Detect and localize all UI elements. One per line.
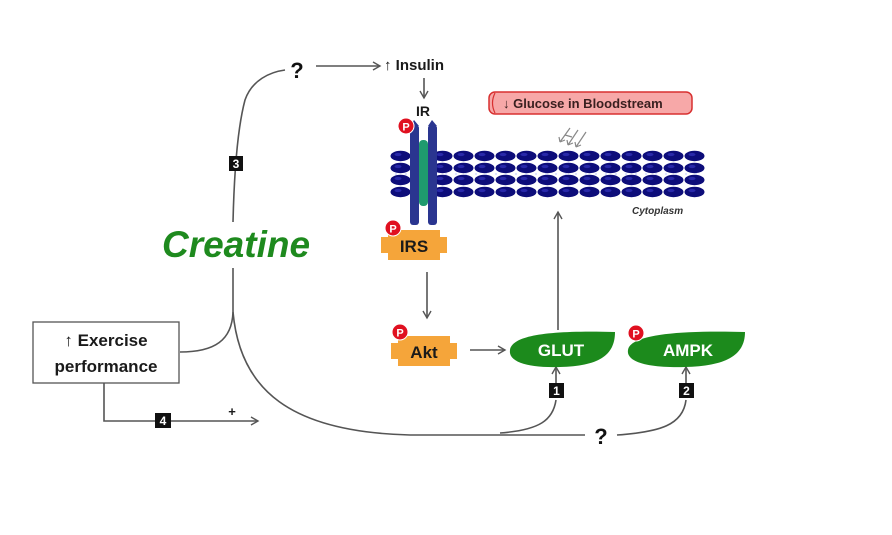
insulin-receptor	[410, 120, 437, 225]
insulin-label: ↑ Insulin	[384, 57, 444, 74]
plus-sign: +	[228, 404, 236, 419]
cytoplasm-label: Cytoplasm	[632, 206, 683, 217]
phosphate-badge-akt: P	[391, 323, 409, 341]
pathway-badge-1: 1	[549, 383, 564, 398]
glucose-in-bloodstream-box	[488, 91, 693, 115]
pathway-badge-2: 2	[679, 383, 694, 398]
svg-text:4: 4	[160, 414, 167, 428]
svg-text:P: P	[396, 328, 403, 340]
svg-text:1: 1	[553, 384, 560, 398]
phosphate-badge-irs: P	[384, 219, 402, 237]
svg-text:P: P	[402, 122, 409, 134]
akt-protein[interactable]	[391, 336, 457, 366]
pathway-2-curve	[616, 399, 687, 436]
pathway-3-line	[232, 69, 286, 223]
glut-label: GLUT	[538, 341, 585, 360]
svg-text:3: 3	[233, 157, 240, 171]
pathway-badge-4: 4	[155, 413, 171, 428]
irs-label: IRS	[400, 237, 428, 256]
pathway-1-curve	[499, 399, 557, 434]
akt-label: Akt	[410, 343, 438, 362]
exercise-label-line2: performance	[55, 357, 158, 376]
ampk-protein[interactable]	[627, 331, 745, 368]
unknown-mechanism-top: ?	[290, 58, 303, 83]
glucose-label: ↓ Glucose in Bloodstream	[503, 96, 663, 111]
svg-text:P: P	[632, 329, 639, 341]
creatine-label: Creatine	[162, 224, 310, 265]
pathway-4-arrow	[103, 383, 260, 426]
glut-protein[interactable]	[509, 331, 615, 368]
svg-text:2: 2	[683, 384, 690, 398]
glucose-influx-arrows-icon	[558, 127, 587, 148]
phosphate-badge-ir: P	[397, 117, 415, 135]
phosphate-badge-ampk: P	[627, 324, 645, 342]
svg-text:P: P	[389, 224, 396, 236]
cell-membrane	[390, 150, 705, 198]
creatine-to-bottom-curve	[232, 311, 585, 436]
ampk-label: AMPK	[663, 341, 714, 360]
ir-label: IR	[416, 103, 430, 119]
exercise-performance-box	[32, 321, 180, 384]
exercise-label-line1: ↑ Exercise	[64, 331, 147, 350]
unknown-mechanism-bottom: ?	[594, 424, 607, 449]
pathway-badge-3: 3	[229, 156, 243, 171]
creatine-to-exercise-line	[179, 311, 234, 353]
